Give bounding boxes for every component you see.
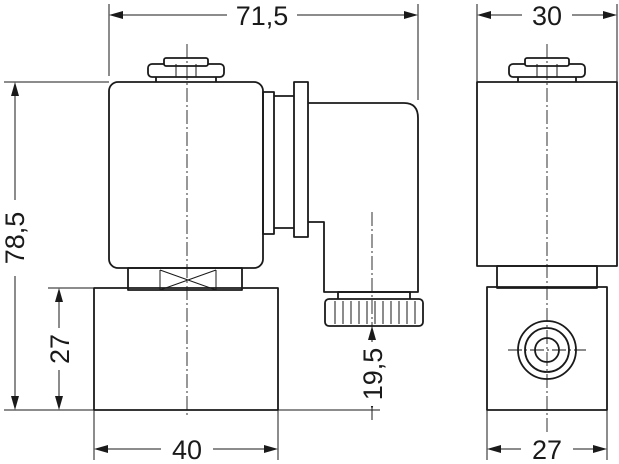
front-view: [93, 44, 424, 418]
dim-body-width: 40: [93, 410, 279, 464]
dim-overall-width: 71,5: [108, 0, 419, 100]
overall-width-label: 71,5: [236, 1, 289, 31]
front-connector-plate: [293, 81, 309, 238]
front-top-nut: [147, 57, 225, 82]
front-cable-gland: [324, 298, 424, 327]
side-body-width-label: 27: [532, 435, 562, 464]
connector-height-label: 19,5: [358, 348, 388, 401]
front-coil: [108, 81, 264, 269]
side-view: [476, 44, 618, 460]
front-connector-housing: [308, 102, 419, 293]
front-valve-body: [93, 287, 279, 411]
front-cable-gland-knurl: [334, 301, 416, 324]
front-connector-flange: [262, 91, 275, 235]
dim-side-width: 30: [476, 0, 618, 82]
dim-body-height: 27: [45, 287, 94, 410]
dim-connector-height: 19,5: [278, 326, 388, 420]
dim-side-body-width: 27: [486, 410, 608, 464]
dim-overall-height: 78,5: [0, 81, 109, 411]
body-height-label: 27: [45, 334, 75, 364]
body-width-label: 40: [172, 435, 202, 464]
side-width-label: 30: [532, 1, 562, 31]
front-neck-hatch: [159, 269, 217, 291]
overall-height-label: 78,5: [0, 212, 30, 265]
